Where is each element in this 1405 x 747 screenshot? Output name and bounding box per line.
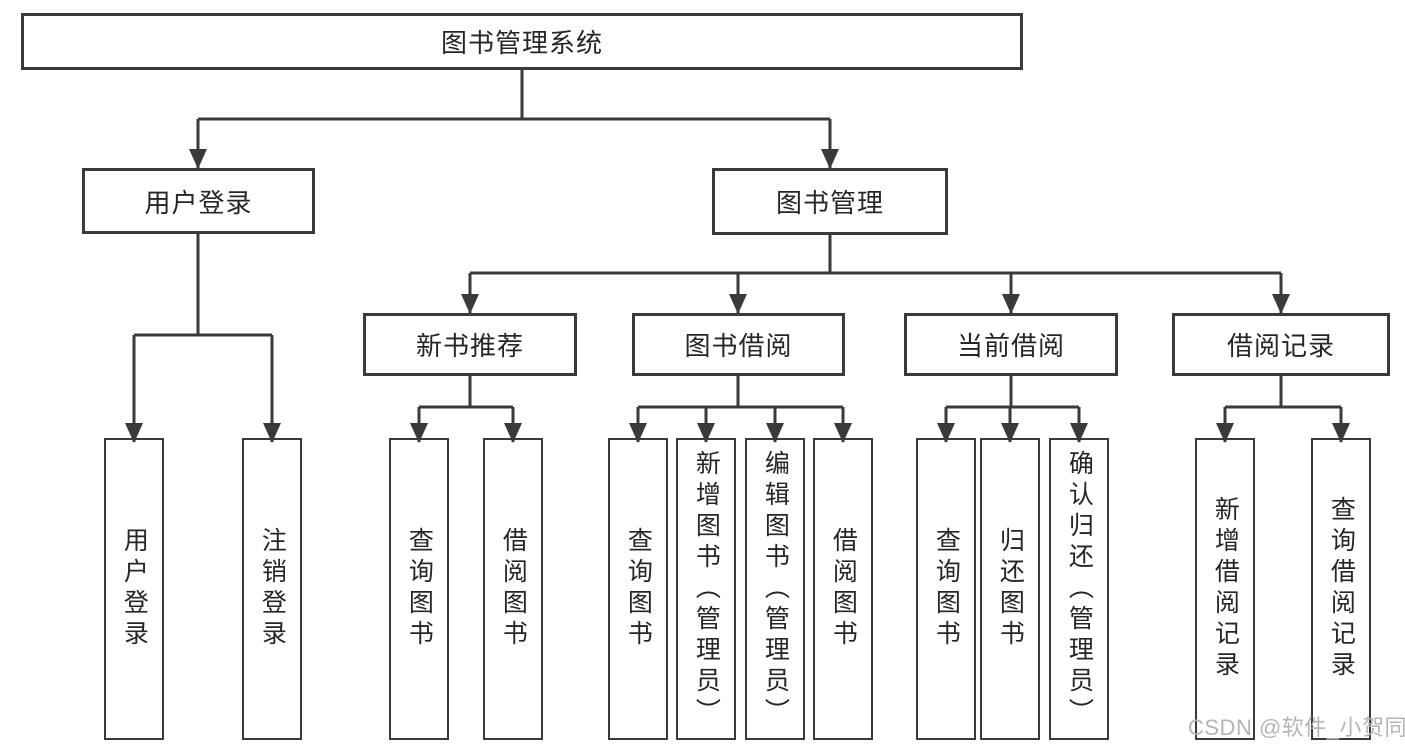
node-label: 图书管理 bbox=[775, 188, 884, 218]
leaf-label: 确认归还（管理员） bbox=[1065, 449, 1094, 729]
leaf-label: 编辑图书（管理员） bbox=[761, 449, 790, 729]
leaf-confirm-return-admin: 确认归还（管理员） bbox=[1049, 438, 1109, 740]
leaf-label: 查询图书 bbox=[932, 527, 961, 651]
leaf-label: 借阅图书 bbox=[829, 527, 858, 651]
leaf-query-borrow-record: 查询借阅记录 bbox=[1311, 438, 1371, 740]
leaf-add-books-admin: 新增图书（管理员） bbox=[676, 438, 736, 740]
node-label: 借阅记录 bbox=[1226, 331, 1335, 361]
leaf-label: 新增借阅记录 bbox=[1211, 496, 1240, 682]
node-label: 用户登录 bbox=[144, 187, 253, 218]
node-library-management-system: 图书管理系统 bbox=[21, 13, 1023, 70]
leaf-borrow-books-recommend: 借阅图书 bbox=[483, 438, 543, 740]
node-label: 新书推荐 bbox=[415, 331, 524, 361]
leaf-label: 查询图书 bbox=[624, 527, 653, 651]
leaf-label: 查询图书 bbox=[405, 527, 434, 651]
node-label: 当前借阅 bbox=[956, 331, 1065, 361]
node-label: 图书管理系统 bbox=[440, 28, 603, 58]
node-label: 图书借阅 bbox=[684, 331, 793, 361]
node-current-borrowing: 当前借阅 bbox=[904, 313, 1118, 376]
leaf-label: 新增图书（管理员） bbox=[692, 449, 721, 729]
leaf-edit-books-admin: 编辑图书（管理员） bbox=[745, 438, 805, 740]
node-user-login: 用户登录 bbox=[82, 168, 315, 234]
leaf-query-books-borrowing: 查询图书 bbox=[608, 438, 668, 740]
leaf-borrow-books-borrowing: 借阅图书 bbox=[813, 438, 873, 740]
leaf-label: 注销登录 bbox=[258, 527, 287, 651]
node-book-management: 图书管理 bbox=[712, 168, 948, 235]
leaf-label: 用户登录 bbox=[120, 527, 149, 651]
leaf-logout: 注销登录 bbox=[242, 438, 302, 740]
leaf-add-borrow-record: 新增借阅记录 bbox=[1195, 438, 1255, 740]
node-book-borrowing: 图书借阅 bbox=[632, 313, 845, 376]
leaf-return-books: 归还图书 bbox=[980, 438, 1040, 740]
leaf-label: 查询借阅记录 bbox=[1327, 496, 1356, 682]
leaf-user-login: 用户登录 bbox=[104, 438, 164, 740]
watermark: CSDN @软件_小贺同学 bbox=[1188, 715, 1405, 740]
node-new-book-recommendation: 新书推荐 bbox=[363, 313, 577, 376]
leaf-query-books-current: 查询图书 bbox=[916, 438, 976, 740]
leaf-query-books-recommend: 查询图书 bbox=[389, 438, 449, 740]
node-borrowing-records: 借阅记录 bbox=[1172, 313, 1390, 376]
leaf-label: 归还图书 bbox=[996, 527, 1025, 651]
leaf-label: 借阅图书 bbox=[499, 527, 528, 651]
